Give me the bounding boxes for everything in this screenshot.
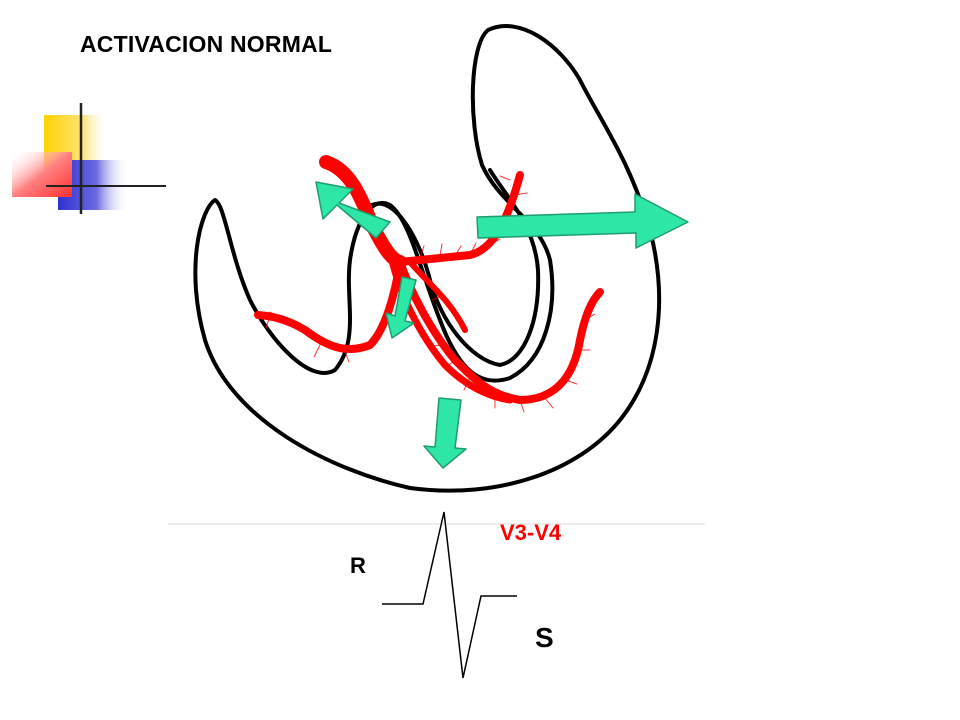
- r-wave-label: R: [350, 553, 366, 578]
- vector-arrow-right: [476, 193, 689, 249]
- s-wave-label: S: [535, 622, 554, 653]
- lead-label: V3-V4: [500, 520, 562, 545]
- vector-arrow-small-down: [385, 276, 417, 339]
- heart-outline: [193, 24, 662, 493]
- vector-arrow-upper-left: [315, 181, 391, 239]
- slide-title: ACTIVACION NORMAL: [80, 31, 333, 57]
- decorative-squares-logo: [12, 103, 166, 214]
- activation-vectors: [315, 181, 689, 469]
- vector-arrow-down: [423, 397, 467, 469]
- ecg-qrs-complex: [382, 511, 517, 679]
